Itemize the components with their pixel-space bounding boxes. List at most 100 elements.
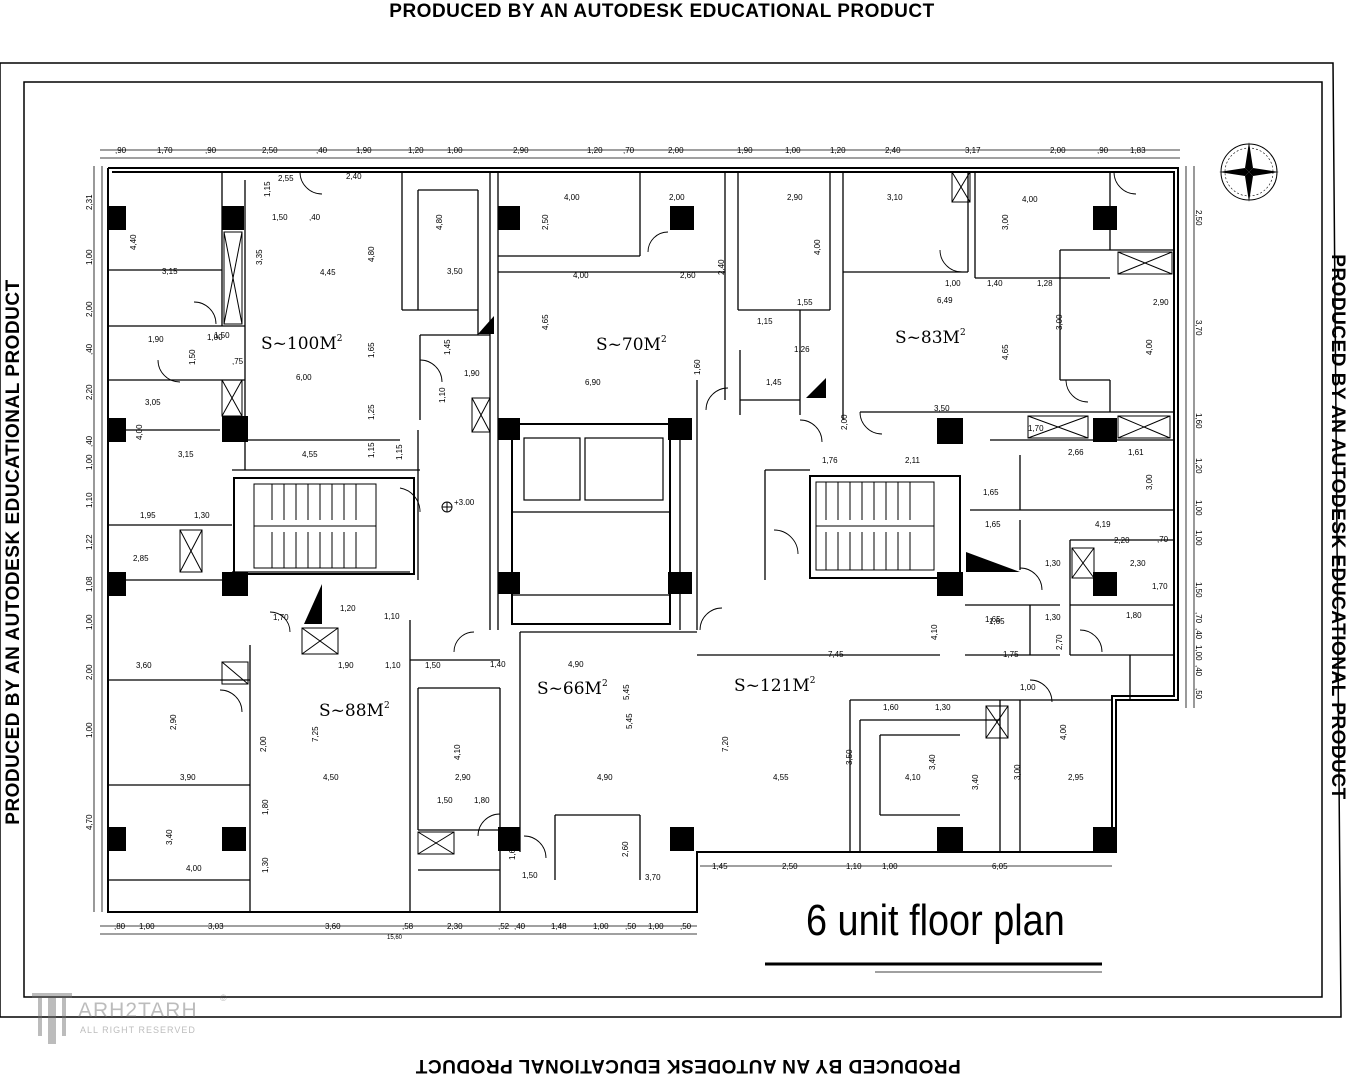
dimension-label: 1,30 [1045, 559, 1061, 568]
level-marker: +3.00 [441, 498, 475, 513]
dimension-label: 2,30 [1130, 559, 1146, 568]
dimension-label: 1,80 [261, 799, 270, 815]
dimension-label: 1,00 [785, 146, 801, 155]
logo-tagline: ALL RIGHT RESERVED [80, 1025, 196, 1035]
dimension-label: 4,19 [1095, 520, 1111, 529]
dimension-label: 1,65 [983, 488, 999, 497]
dimension-label: 4,55 [302, 450, 318, 459]
dimension-label: ,58 [402, 922, 414, 931]
dimension-label: 2,70 [1055, 634, 1064, 650]
dimension-label: 2,20 [85, 384, 94, 400]
dimension-label: 1,15 [757, 317, 773, 326]
dimension-label: 1,30 [261, 857, 270, 873]
dimension-label: 2,00 [669, 193, 685, 202]
dimension-label: 1,22 [85, 534, 94, 550]
dimension-label: 2,00 [840, 414, 849, 430]
dimension-label: 3,40 [971, 774, 980, 790]
dimension-label: 1,65 [985, 520, 1001, 529]
dimension-label: 1,45 [712, 862, 728, 871]
dimension-label: 2,50 [1194, 210, 1203, 226]
dimension-label: 1,00 [1194, 500, 1203, 516]
dimension-label: 1,83 [1130, 146, 1146, 155]
dimension-label: 3,60 [136, 661, 152, 670]
dimension-label: 1,50 [425, 661, 441, 670]
dimension-label: 2,50 [541, 214, 550, 230]
dimension-label: 2,66 [1068, 448, 1084, 457]
dimension-label: 1,00 [207, 333, 223, 342]
dimension-label: 2,90 [787, 193, 803, 202]
dimension-label: 1,30 [194, 511, 210, 520]
dimension-label: 1,60 [883, 703, 899, 712]
dimension-label: ,90 [205, 146, 217, 155]
dimension-label: 3,35 [255, 249, 264, 265]
dimension-label: ,40 [85, 435, 94, 447]
dimension-label: 1,00 [648, 922, 664, 931]
dimension-label: 1,30 [1045, 613, 1061, 622]
dimension-label: 1,90 [148, 335, 164, 344]
dimension-label: 1,20 [408, 146, 424, 155]
dimension-label: 2,90 [455, 773, 471, 782]
unit-area-label: S~88M2 [319, 701, 390, 721]
dimension-label: 2,31 [85, 194, 94, 210]
dimension-label: 1,10 [385, 661, 401, 670]
duct-markers [304, 316, 1020, 624]
drawing-title: 6 unit floor plan [806, 896, 1065, 945]
dimension-label: 1,00 [1020, 683, 1036, 692]
dimension-label: ,80 [114, 922, 126, 931]
dimension-label: 4,10 [905, 773, 921, 782]
dimension-label: 2,60 [680, 271, 696, 280]
dimension-label: 4,00 [1145, 339, 1154, 355]
dimension-label: 2,00 [85, 664, 94, 680]
dimension-label: 3,60 [325, 922, 341, 931]
dimension-label: 4,00 [135, 424, 144, 440]
dimension-label: 4,00 [186, 864, 202, 873]
dimension-label: 1,20 [340, 604, 356, 613]
dimension-label: 1,20 [830, 146, 846, 155]
dimension-label: 1,50 [522, 871, 538, 880]
dimension-label: 1,00 [1194, 645, 1203, 661]
unit-area-label: S~100M2 [261, 334, 342, 354]
dimension-label: 1,55 [797, 298, 813, 307]
dimension-label: 1,70 [1028, 424, 1044, 433]
columns [108, 206, 1117, 851]
dimension-label: ,90 [115, 146, 127, 155]
unit-area-labels: S~100M2 S~70M2 S~83M2 S~88M2 S~66M2 S~12… [261, 328, 966, 721]
dimension-label: 4,40 [129, 234, 138, 250]
dimension-label: ,50 [625, 922, 637, 931]
dimension-label: 1,00 [882, 862, 898, 871]
dimension-label: 2,00 [85, 301, 94, 317]
dimension-label: ,50 [1194, 688, 1203, 700]
dimension-label: 2,95 [1068, 773, 1084, 782]
unit-area-label: S~70M2 [596, 335, 667, 355]
dimension-label: 2,11 [905, 456, 921, 465]
dimension-label: 1,76 [822, 456, 838, 465]
dimension-label: 1,15 [367, 442, 376, 458]
dimension-label: 1,00 [85, 722, 94, 738]
dimension-label: 2,00 [668, 146, 684, 155]
dimension-label: 1,65 [985, 615, 1001, 624]
dimension-label: 4,00 [564, 193, 580, 202]
dimension-label: 1,30 [935, 703, 951, 712]
stair-core-west [233, 477, 415, 575]
dimension-label: 2,55 [278, 174, 294, 183]
unit-area-label: S~66M2 [537, 679, 608, 699]
dimension-label: 2,40 [346, 172, 362, 181]
dimension-label: 4,00 [573, 271, 589, 280]
dimension-label: 3,90 [180, 773, 196, 782]
dimension-label: 2,90 [1153, 298, 1169, 307]
dimension-label: ,40 [1194, 628, 1203, 640]
dimension-label: 4,50 [323, 773, 339, 782]
dimension-label: 1,50 [188, 349, 197, 365]
dimension-label: ,70 [1157, 535, 1169, 544]
dimension-label: 1,10 [846, 862, 862, 871]
dimension-label: 1,26 [794, 345, 810, 354]
dimension-label: 3,00 [1001, 214, 1010, 230]
dimension-label: 1,48 [551, 922, 567, 931]
dimension-label: 4,00 [1059, 724, 1068, 740]
dimension-label: 2,40 [717, 259, 726, 275]
dimension-texts: ,90 1,70 ,90 2,50 ,40 1,90 1,20 1,00 2,90 1,20 ,70… [85, 146, 1203, 941]
dimension-label: 1,10 [438, 387, 447, 403]
dimension-label: 2,50 [782, 862, 798, 871]
dimension-label: 2,60 [621, 841, 630, 857]
dimension-label: 3,03 [208, 922, 224, 931]
